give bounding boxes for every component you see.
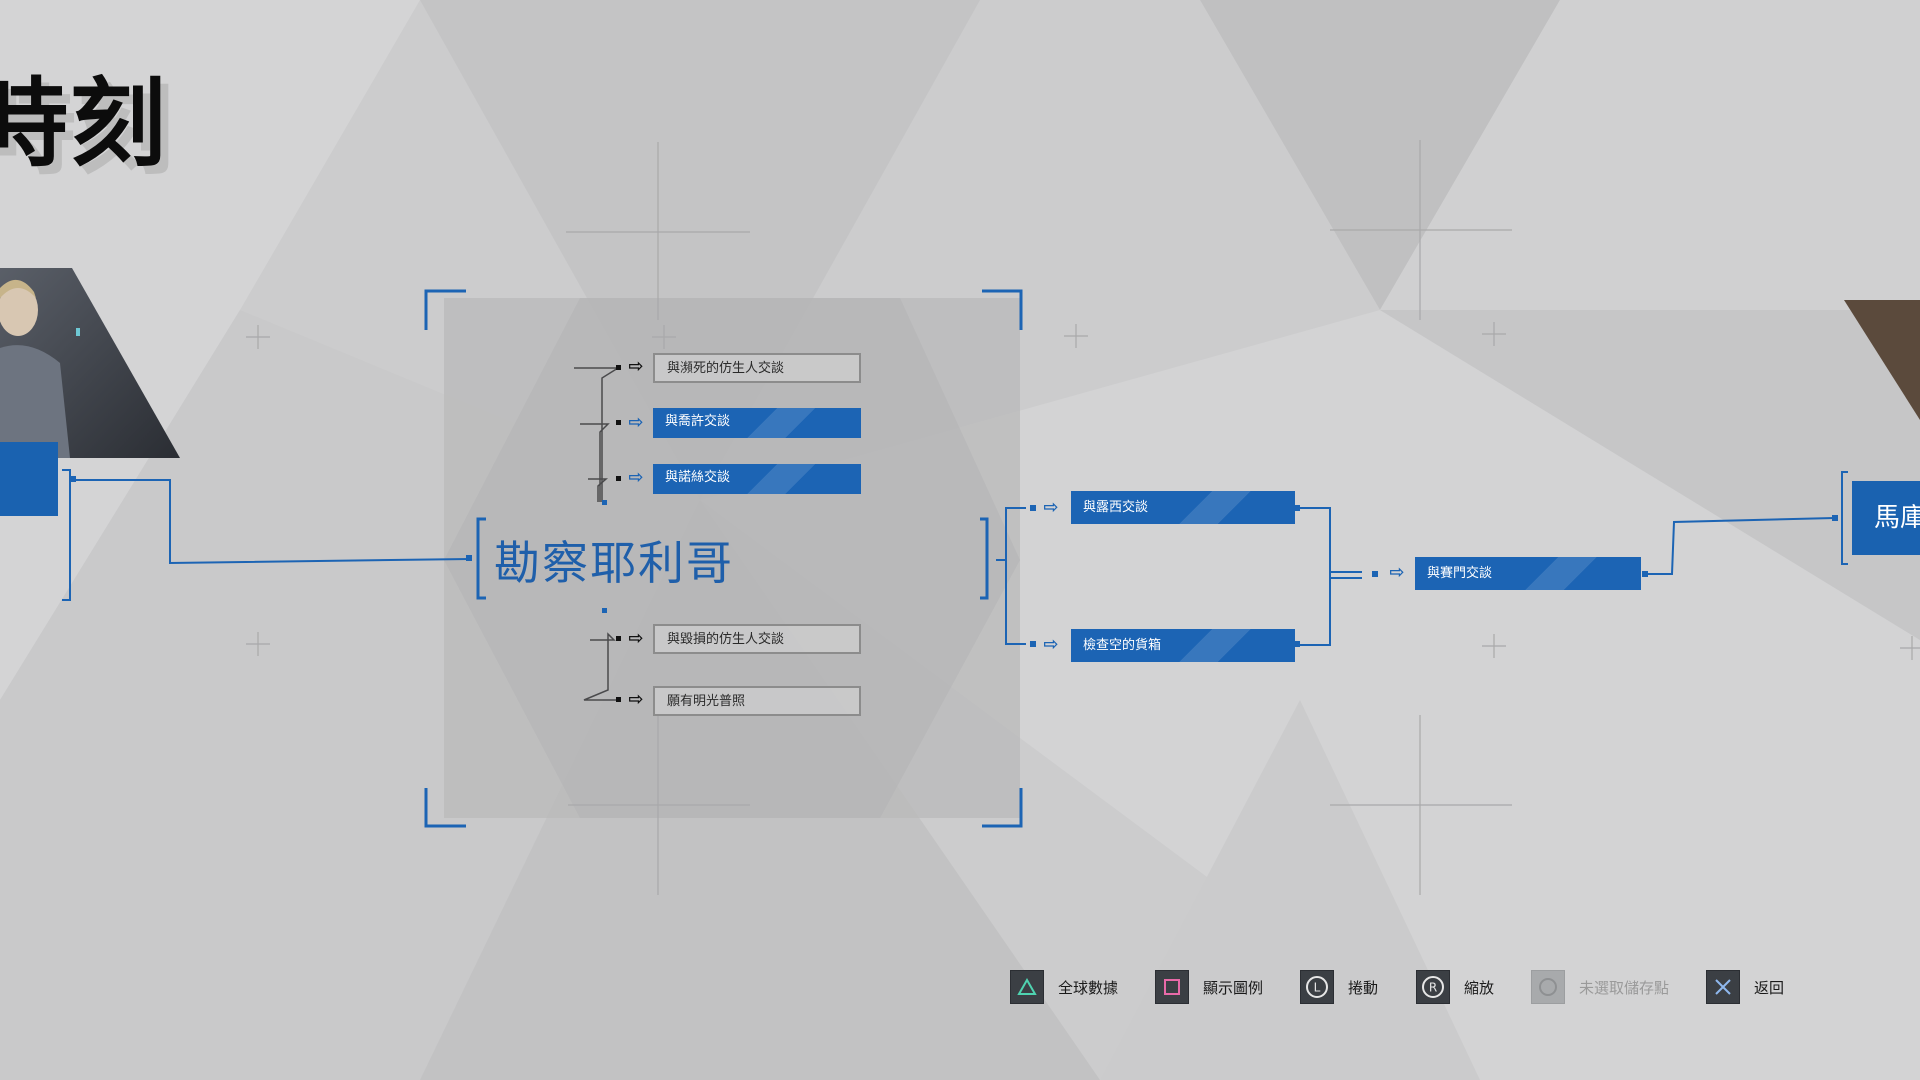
branch-arrow-icon: ⇨ [1043,497,1059,518]
previous-chapter-portrait[interactable] [0,268,180,458]
branch-arrow-icon: ⇨ [1043,634,1059,655]
left-stick-icon: L [1300,970,1334,1004]
global-stats-button[interactable]: 全球數據 [1010,968,1118,1006]
global-stats-label: 全球數據 [1058,978,1119,997]
cross-icon [1706,970,1740,1004]
branch-arrow-icon: ⇨ [1389,562,1405,583]
flow-node-josh[interactable]: 與喬許交談 [653,408,861,438]
next-chapter-node[interactable]: 馬庫 [1852,481,1920,555]
show-legend-button[interactable]: 顯示圖例 [1155,968,1263,1006]
branch-arrow-icon: ⇨ [628,356,644,377]
flow-node-dying-android[interactable]: 與瀕死的仿生人交談 [653,353,861,383]
flow-node-simon[interactable]: 與賽門交談 [1415,557,1641,590]
scroll-button[interactable]: L 捲動 [1300,968,1378,1006]
back-button[interactable]: 返回 [1706,968,1784,1006]
svg-text:L: L [1314,981,1321,995]
branch-arrow-icon: ⇨ [628,689,644,710]
zoom-label: 縮放 [1464,978,1495,997]
show-legend-label: 顯示圖例 [1203,978,1264,997]
right-stick-icon: R [1416,970,1450,1004]
branch-arrow-icon: ⇨ [628,628,644,649]
square-icon [1155,970,1189,1004]
back-label: 返回 [1754,978,1785,997]
no-checkpoint-button: 未選取儲存點 [1531,968,1669,1006]
triangle-icon [1010,970,1044,1004]
circle-icon [1531,970,1565,1004]
branch-arrow-icon: ⇨ [628,412,644,433]
next-chapter-portrait[interactable] [1844,300,1920,420]
branch-arrow-icon: ⇨ [628,467,644,488]
flow-node-lucy[interactable]: 與露西交談 [1071,491,1295,524]
zoom-button[interactable]: R 縮放 [1416,968,1494,1006]
no-checkpoint-label: 未選取儲存點 [1579,978,1670,997]
page-title: 時刻 [0,68,168,181]
flow-node-north[interactable]: 與諾絲交談 [653,464,861,494]
previous-chapter-node[interactable] [0,442,58,516]
flow-node-damaged-android[interactable]: 與毀損的仿生人交談 [653,624,861,654]
flow-node-let-there-be-light[interactable]: 願有明光普照 [653,686,861,716]
svg-text:R: R [1429,981,1437,995]
chapter-title: 勘察耶利哥 [494,536,734,590]
scroll-label: 捲動 [1348,978,1379,997]
flow-node-empty-crates[interactable]: 檢查空的貨箱 [1071,629,1295,662]
